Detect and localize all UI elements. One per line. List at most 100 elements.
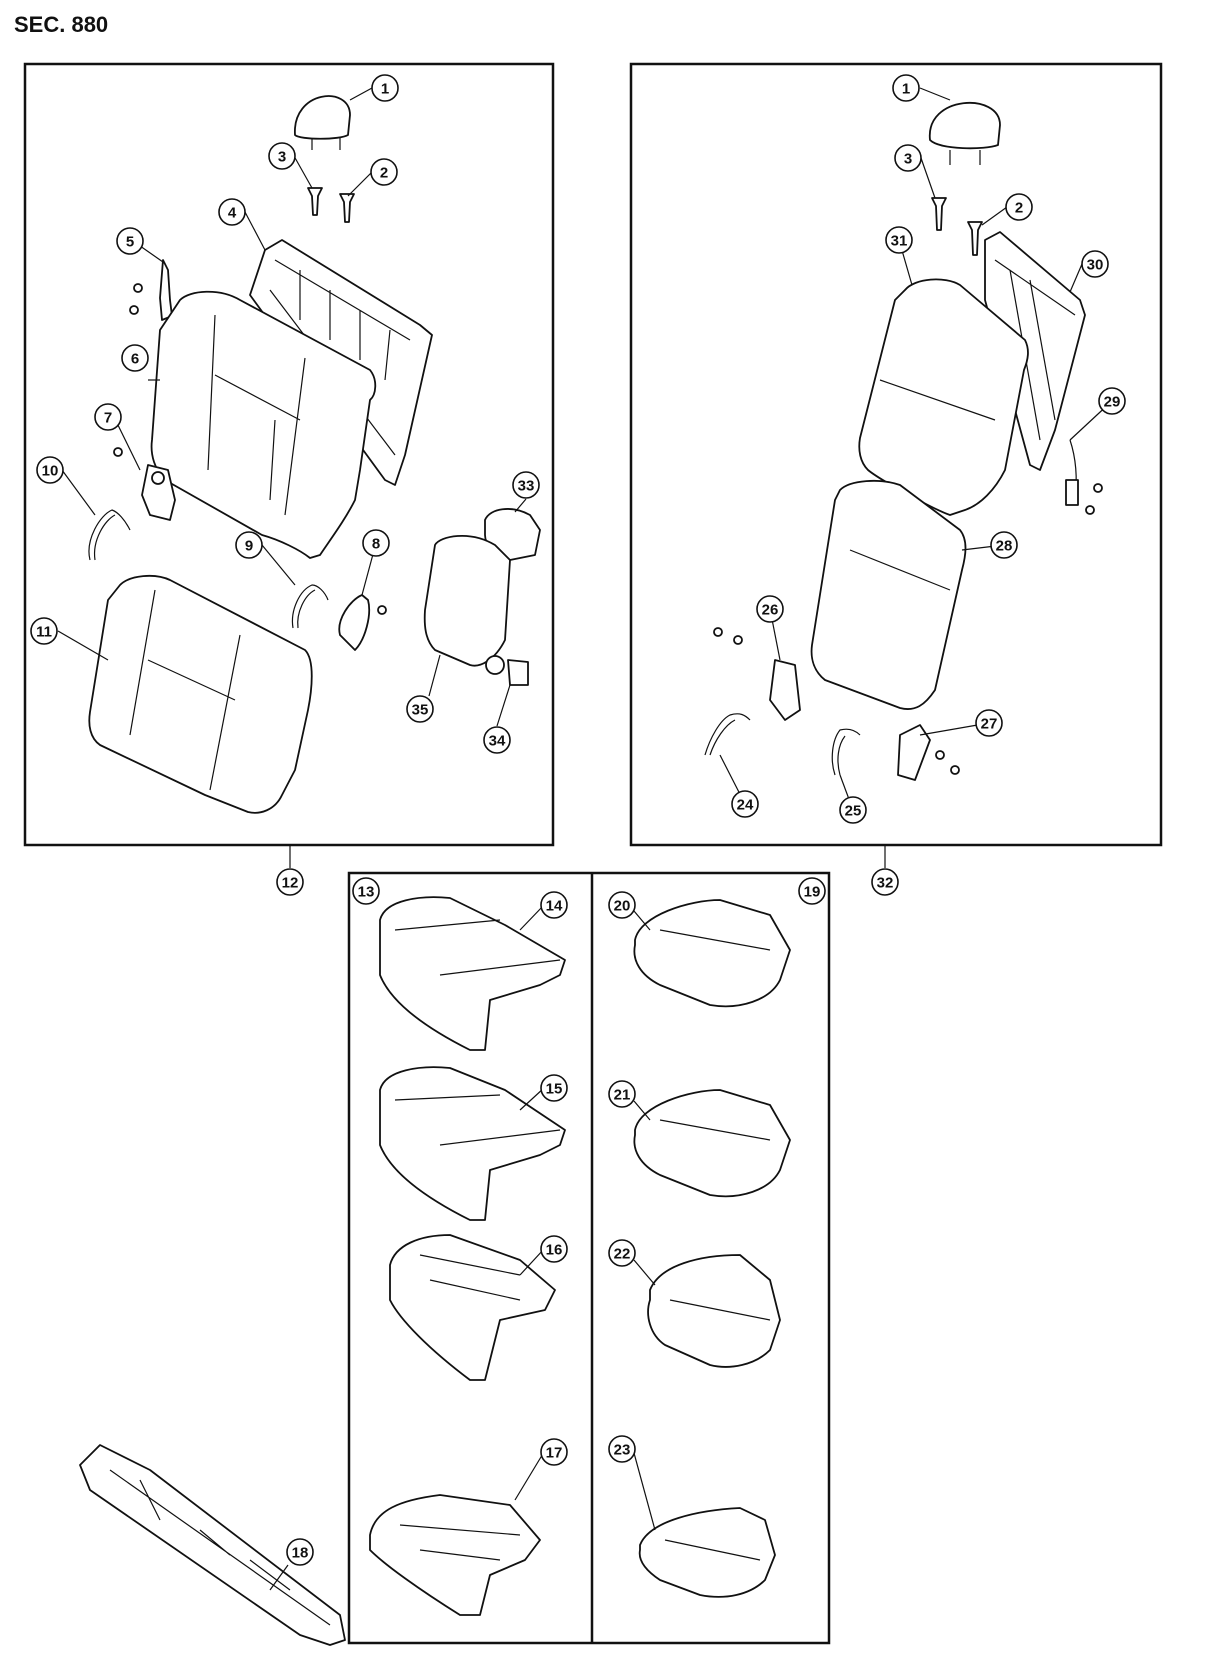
seat-cushion-left [88,574,313,814]
bracket-8-left [338,594,387,651]
cushion-pad-15 [379,1066,566,1221]
callout-7-label: 7 [104,410,112,427]
seatback-trim-right [858,278,1029,516]
callout-8: 8 [362,529,390,557]
cushion-variants-frame [347,871,831,1645]
callout-27: 27 [975,709,1003,737]
callout-14-label: 14 [546,898,563,915]
callout-19: 19 [798,877,826,905]
cushion-base-23 [638,1507,776,1598]
callout-16-label: 16 [546,1242,563,1259]
wire-24-right [704,713,751,756]
cushion-frame-22 [647,1254,781,1368]
callout-2-right: 2 [1005,193,1033,221]
callout-9: 9 [235,531,263,559]
callout-21: 21 [608,1080,636,1108]
callout-19-label: 19 [804,884,821,901]
callout-17-label: 17 [546,1445,563,1462]
callout-20: 20 [608,891,636,919]
armrest-35 [423,534,511,667]
seat-cushion-right [810,480,967,710]
callout-25: 25 [839,796,867,824]
callout-3-left-label: 3 [278,149,286,166]
callout-5-label: 5 [126,234,134,251]
wire-25-right [831,728,861,776]
right-assembly-frame [629,62,1163,847]
callout-18: 18 [286,1538,314,1566]
callout-2-left: 2 [370,158,398,186]
callout-29: 29 [1098,387,1126,415]
callout-3-right: 3 [894,144,922,172]
cushion-pad-14 [379,896,566,1051]
callout-34-label: 34 [489,733,506,750]
callout-9-label: 9 [245,538,253,555]
callout-5: 5 [116,227,144,255]
callout-26-label: 26 [762,602,779,619]
callout-1-left: 1 [371,74,399,102]
callout-29-label: 29 [1104,394,1121,411]
callout-32: 32 [871,868,899,896]
cushion-frame-16 [389,1234,556,1381]
headrest-right [929,102,1001,165]
callout-6: 6 [121,344,149,372]
callout-11: 11 [30,617,58,645]
hinge-27-right [897,724,960,781]
wire-9-left [291,584,329,629]
left-assembly-frame [23,62,555,847]
callout-35-label: 35 [412,702,429,719]
callout-32-label: 32 [877,875,894,892]
callout-31: 31 [885,226,913,254]
callout-2-left-label: 2 [380,165,388,182]
callout-11-label: 11 [36,624,52,641]
callout-24-label: 24 [737,797,754,814]
wire-10-left [88,509,131,561]
callout-3-right-label: 3 [904,151,912,168]
callout-13: 13 [352,877,380,905]
callout-28-label: 28 [996,538,1013,555]
callout-17: 17 [540,1438,568,1466]
callout-35: 35 [406,695,434,723]
callout-15-label: 15 [546,1081,563,1098]
callout-33-label: 33 [518,478,535,495]
callout-30-label: 30 [1087,257,1104,274]
callout-24: 24 [731,790,759,818]
bushing-2-right [967,221,983,256]
callout-15: 15 [540,1074,568,1102]
headrest-left [294,95,351,150]
callout-16: 16 [540,1235,568,1263]
callout-28: 28 [990,531,1018,559]
cushion-pad-20 [633,899,791,1008]
callout-23-label: 23 [614,1442,631,1459]
callout-22-label: 22 [614,1246,631,1263]
callout-13-label: 13 [358,884,375,901]
callout-12-label: 12 [282,875,299,892]
bushing-2-left [339,193,355,223]
cushion-base-17 [369,1494,541,1616]
callout-4-label: 4 [228,205,237,222]
callout-21-label: 21 [614,1087,631,1104]
armrest-hinge-34 [485,655,529,686]
bushing-3-left [307,187,323,216]
callout-26: 26 [756,595,784,623]
callout-30: 30 [1081,250,1109,278]
bracket-5-left [129,259,173,321]
wire-29-right [1065,439,1103,515]
callout-23: 23 [608,1435,636,1463]
callout-4: 4 [218,198,246,226]
callout-34: 34 [483,726,511,754]
hinge-26-right [713,627,801,721]
callout-10: 10 [36,456,64,484]
callout-14: 14 [540,891,568,919]
callout-6-label: 6 [131,351,139,368]
callout-1-right: 1 [892,74,920,102]
callout-31-label: 31 [891,233,908,250]
hinge-7-left [113,447,176,521]
callout-25-label: 25 [845,803,862,820]
bushing-3-right [931,197,947,231]
callout-1-left-label: 1 [381,81,389,98]
callout-33: 33 [512,471,540,499]
callout-2-right-label: 2 [1015,200,1023,217]
callout-10-label: 10 [42,463,59,480]
cushion-pad-21 [633,1089,791,1198]
